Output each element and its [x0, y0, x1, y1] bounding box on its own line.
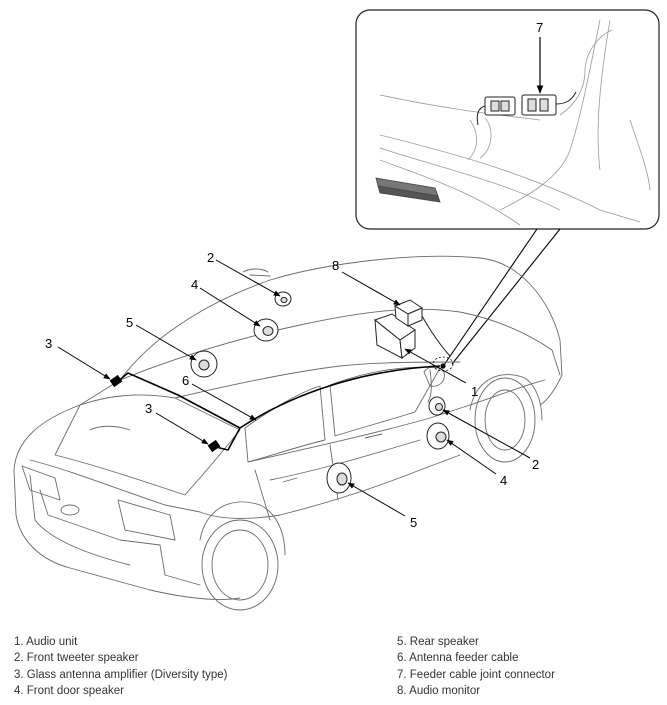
callout-leaders [57, 259, 531, 517]
inset-frame [355, 9, 660, 230]
rear-speaker-shelf [190, 350, 218, 378]
callout-7: 7 [536, 20, 543, 35]
legend-item-2: 2. Front tweeter speaker [14, 652, 139, 665]
audio-system-component-diagram: 7 [13, 9, 660, 611]
callout-3-lower: 3 [145, 401, 152, 416]
glass-antenna-amplifier-upper [109, 374, 123, 388]
junction-highlight [432, 356, 454, 372]
antenna-feeder-cable [116, 365, 441, 451]
feeder-cable-joint-connector [476, 91, 577, 126]
connector-detail-inset: 7 [355, 9, 660, 366]
callout-2-lower: 2 [532, 457, 539, 472]
rear-door-speaker [326, 462, 352, 494]
callout-1: 1 [471, 384, 478, 399]
audio-unit-junction [440, 363, 446, 369]
dashboard-vent [375, 177, 441, 203]
legend-item-5: 5. Rear speaker [397, 636, 479, 648]
legend-left-column: 1. Audio unit 2. Front tweeter speaker 3… [14, 634, 227, 699]
vehicle-outline [13, 255, 563, 611]
legend-item-4: 4. Front door speaker [14, 684, 124, 697]
callout-6: 6 [182, 373, 189, 388]
callout-5-upper: 5 [126, 315, 133, 330]
legend-item-1: 1. Audio unit [14, 636, 78, 648]
glass-antenna-amplifier-lower [207, 439, 221, 453]
callout-8: 8 [332, 258, 339, 273]
legend-item-6: 6. Antenna feeder cable [397, 652, 519, 665]
front-door-speaker-rear [253, 318, 279, 342]
callout-4-lower: 4 [500, 473, 507, 488]
callout-2-upper: 2 [207, 250, 214, 265]
front-door-speaker [426, 422, 450, 450]
legend-item-8: 8. Audio monitor [397, 684, 481, 697]
legend-right-column: 5. Rear speaker 6. Antenna feeder cable … [397, 634, 555, 699]
legend-item-7: 7. Feeder cable joint connector [397, 668, 555, 681]
front-tweeter-speaker [428, 396, 446, 416]
callout-3-upper: 3 [45, 336, 52, 351]
audio-monitor [393, 299, 451, 357]
callout-4-upper: 4 [191, 277, 198, 292]
legend-item-3: 3. Glass antenna amplifier (Diversity ty… [14, 668, 228, 681]
callout-5-lower: 5 [410, 515, 417, 530]
audio-unit [373, 313, 416, 359]
